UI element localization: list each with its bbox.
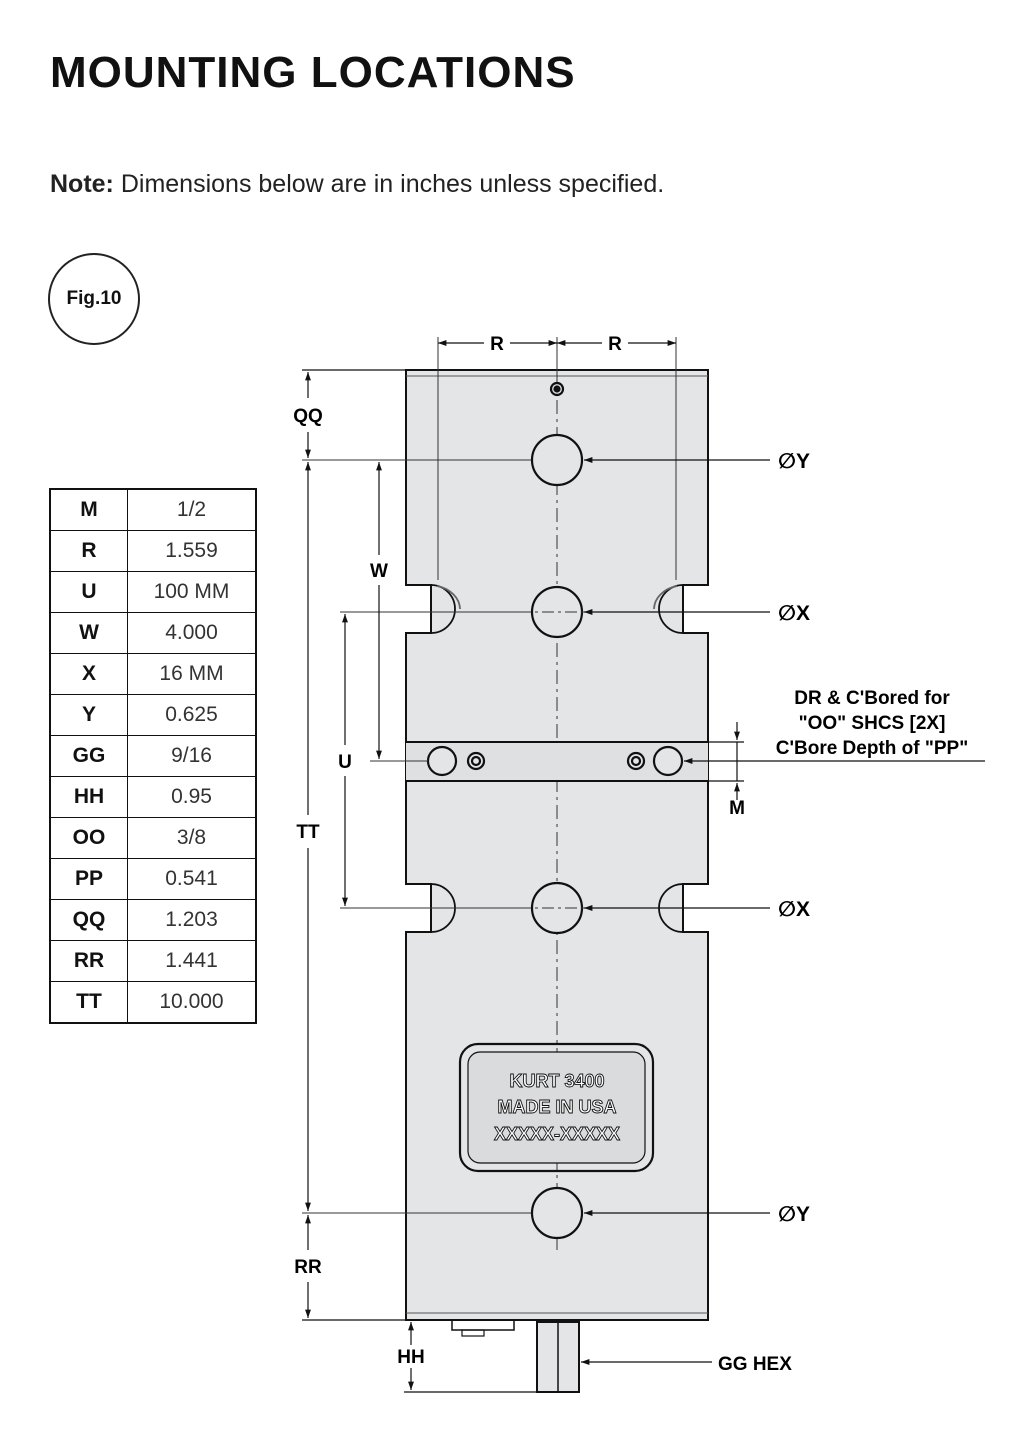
counterbore-note-line-2: "OO" SHCS [2X]: [799, 713, 946, 734]
page-title: MOUNTING LOCATIONS: [50, 48, 576, 97]
dim-r-right: R: [608, 334, 622, 355]
hex-screw: [451, 1319, 580, 1393]
note-text: Dimensions below are in inches unless sp…: [113, 170, 665, 198]
nameplate-line-1: KURT 3400: [509, 1071, 604, 1091]
hole-bottom: [530, 1186, 584, 1240]
dimension-key: TT: [49, 981, 128, 1024]
dim-r-left: R: [490, 334, 504, 355]
callout-hole-lower: ∅X: [778, 898, 810, 921]
holes: [426, 381, 684, 1240]
callout-gg-hex: GG HEX: [718, 1354, 792, 1375]
dimension-value: 1.203: [127, 899, 257, 941]
dimension-value: 100 MM: [127, 571, 257, 613]
dimension-key: W: [49, 612, 128, 654]
counterbore-note-line-1: DR & C'Bored for: [794, 688, 950, 709]
dimension-key: RR: [49, 940, 128, 982]
note-label: Note:: [50, 170, 114, 198]
cbore-right: [652, 745, 684, 777]
dimension-value: 0.625: [127, 694, 257, 736]
units-note: Note: Dimensions below are in inches unl…: [50, 170, 664, 199]
dim-u: U: [338, 752, 352, 773]
dim-tt: TT: [296, 822, 320, 843]
dimension-value: 1.441: [127, 940, 257, 982]
dimension-key: PP: [49, 858, 128, 900]
dimension-value: 0.95: [127, 776, 257, 818]
dimension-value: 3/8: [127, 817, 257, 859]
counterbore-note-line-3: C'Bore Depth of "PP": [776, 738, 969, 759]
dimension-value: 1.559: [127, 530, 257, 572]
dimension-key: Y: [49, 694, 128, 736]
callout-hole-top: ∅Y: [778, 450, 810, 473]
callout-hole-bottom: ∅Y: [778, 1203, 810, 1226]
dim-m: M: [729, 798, 745, 819]
nameplate-line-2: MADE IN USA: [497, 1097, 616, 1117]
dim-w: W: [370, 561, 388, 582]
dimension-key: GG: [49, 735, 128, 777]
hole-top: [530, 433, 584, 487]
dim-qq: QQ: [293, 406, 323, 427]
dimension-value: 4.000: [127, 612, 257, 654]
nameplate: [458, 1042, 655, 1173]
callout-hole-upper: ∅X: [778, 602, 810, 625]
figure-label: Fig.10: [48, 253, 140, 345]
dim-hh: HH: [397, 1347, 424, 1368]
dimension-value: 0.541: [127, 858, 257, 900]
dim-rr: RR: [294, 1257, 322, 1278]
dimension-key: OO: [49, 817, 128, 859]
dimension-value: 10.000: [127, 981, 257, 1024]
nameplate-line-3: XXXXX-XXXXX: [494, 1124, 620, 1144]
dimension-key: X: [49, 653, 128, 695]
cbore-left: [426, 745, 458, 777]
